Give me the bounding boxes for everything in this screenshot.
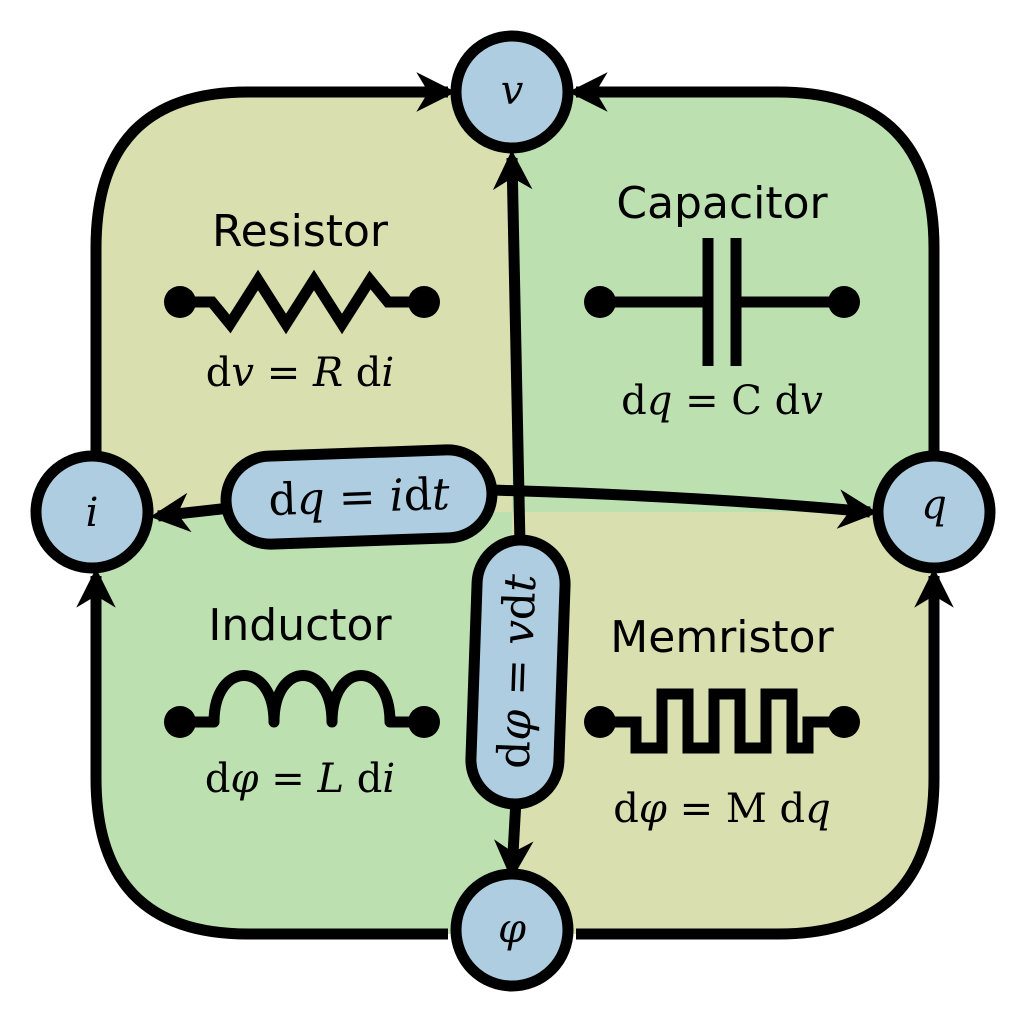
arrow-flux-to-phi <box>493 799 534 880</box>
charge-relation: dq = idt <box>220 444 498 550</box>
arrow-i-to-v <box>90 72 456 470</box>
memristor-label: Memristor <box>610 612 834 663</box>
arrow-charge-to-i <box>150 492 231 533</box>
flux-relation-equation: dφ = vdt <box>489 573 547 770</box>
quadrant-inductor <box>96 512 512 934</box>
resistor-group: Resistor dv = R di <box>164 206 440 396</box>
arrow-i-from-phi <box>76 568 448 940</box>
memristor-symbol <box>600 688 844 754</box>
arrow-q-from-phi <box>576 568 954 940</box>
capacitor-label: Capacitor <box>616 178 828 229</box>
node-phi-label: φ <box>498 906 526 952</box>
arrow-charge-to-q <box>489 484 878 529</box>
memristor-group: Memristor dφ = M dq <box>584 612 860 832</box>
resistor-label: Resistor <box>212 206 389 257</box>
node-i <box>30 450 154 574</box>
quadrant-memristor <box>512 512 934 934</box>
capacitor-group: Capacitor dq = C dv <box>584 178 860 424</box>
flux-relation-pill <box>465 534 571 810</box>
inductor-equation: dφ = L di <box>205 756 395 802</box>
node-q <box>872 450 996 574</box>
inductor-group: Inductor dφ = L di <box>164 600 440 802</box>
node-i-label: i <box>86 490 99 536</box>
node-v <box>450 30 574 154</box>
arrow-q-to-v <box>568 72 940 470</box>
inductor-label: Inductor <box>208 600 392 651</box>
arrow-phi-to-v <box>492 150 533 546</box>
flux-relation: dφ = vdt <box>465 534 571 810</box>
node-v-label: v <box>501 68 524 114</box>
node-q-label: q <box>921 482 947 528</box>
resistor-symbol <box>180 269 424 335</box>
charge-relation-pill <box>220 444 498 550</box>
quadrant-capacitor <box>512 92 934 512</box>
resistor-equation: dv = R di <box>206 350 394 396</box>
memristor-equation: dφ = M dq <box>613 786 830 832</box>
capacitor-symbol <box>600 238 844 366</box>
capacitor-equation: dq = C dv <box>621 378 823 424</box>
inductor-symbol <box>180 670 424 728</box>
charge-relation-equation: dq = idt <box>268 469 451 526</box>
node-phi <box>450 868 574 992</box>
